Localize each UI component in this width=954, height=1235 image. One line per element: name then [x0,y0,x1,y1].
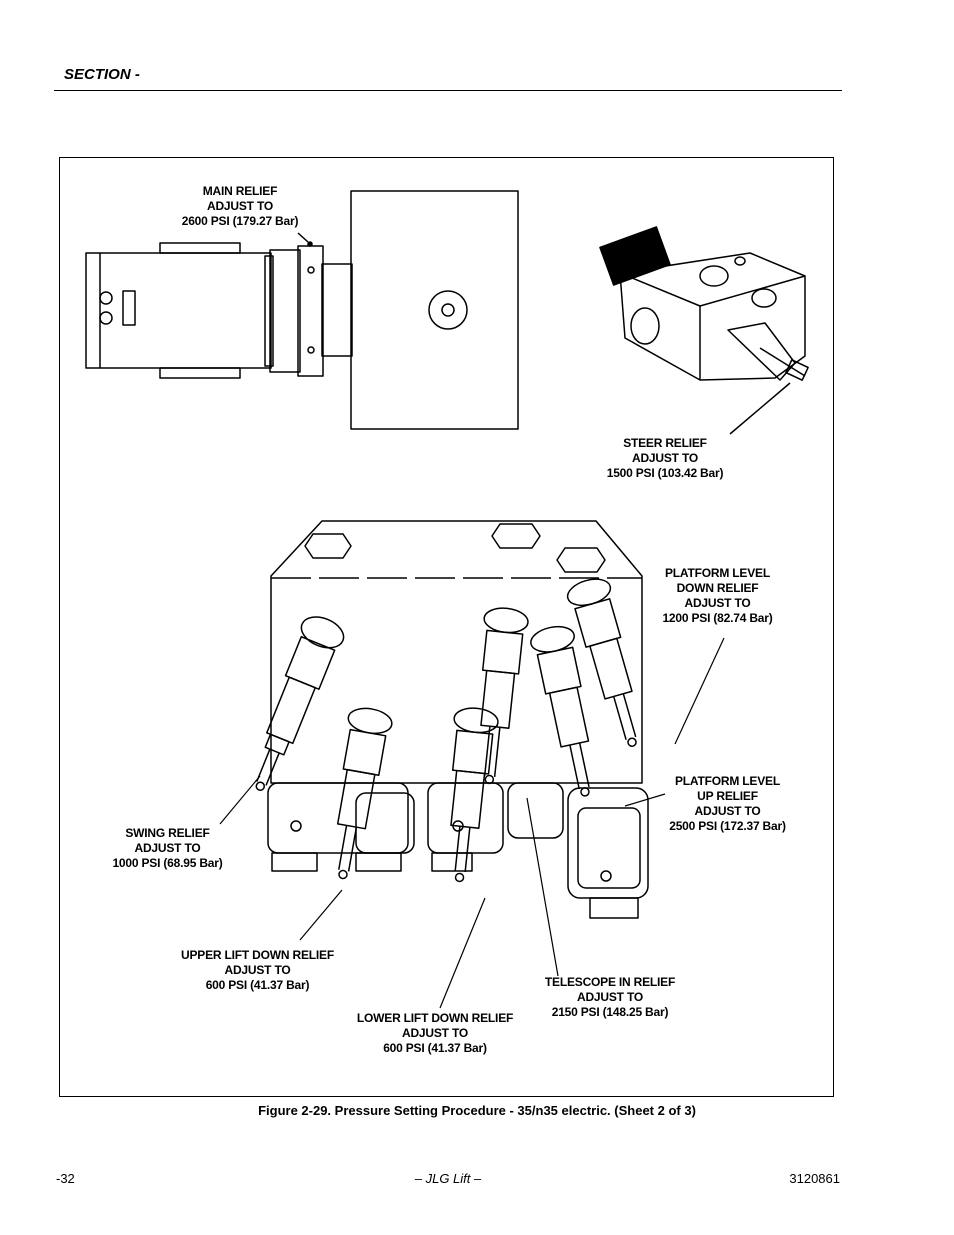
pump-assembly [85,190,519,430]
swing-relief-callout: SWING RELIEF ADJUST TO 1000 PSI (68.95 B… [112,826,223,870]
main-relief-callout: MAIN RELIEF ADJUST TO 2600 PSI (179.27 B… [181,184,299,228]
publisher-label: – JLG Lift – [414,1171,482,1186]
upper-lift-down-relief-callout: UPPER LIFT DOWN RELIEF ADJUST TO 600 PSI… [181,948,334,992]
steer-valve [599,226,809,435]
section-title: SECTION - [64,66,140,83]
document-number: 3120861 [789,1171,840,1186]
platform-level-up-relief-callout: PLATFORM LEVEL UP RELIEF ADJUST TO 2500 … [669,774,786,833]
platform-level-down-relief-callout: PLATFORM LEVEL DOWN RELIEF ADJUST TO 120… [662,566,773,625]
figure-frame: MAIN RELIEF ADJUST TO 2600 PSI (179.27 B… [59,157,834,1097]
hydraulic-diagram [85,190,809,1009]
lower-lift-down-relief-callout: LOWER LIFT DOWN RELIEF ADJUST TO 600 PSI… [356,1011,514,1055]
header-rule [54,90,842,91]
relief-cartridges [255,578,637,883]
figure-caption: Figure 2-29. Pressure Setting Procedure … [258,1103,696,1118]
main-manifold [267,520,649,919]
leader-lines [219,637,725,1009]
steer-relief-callout: STEER RELIEF ADJUST TO 1500 PSI (103.42 … [606,436,724,480]
telescope-in-relief-callout: TELESCOPE IN RELIEF ADJUST TO 2150 PSI (… [544,975,676,1019]
page-number: -32 [56,1171,75,1186]
